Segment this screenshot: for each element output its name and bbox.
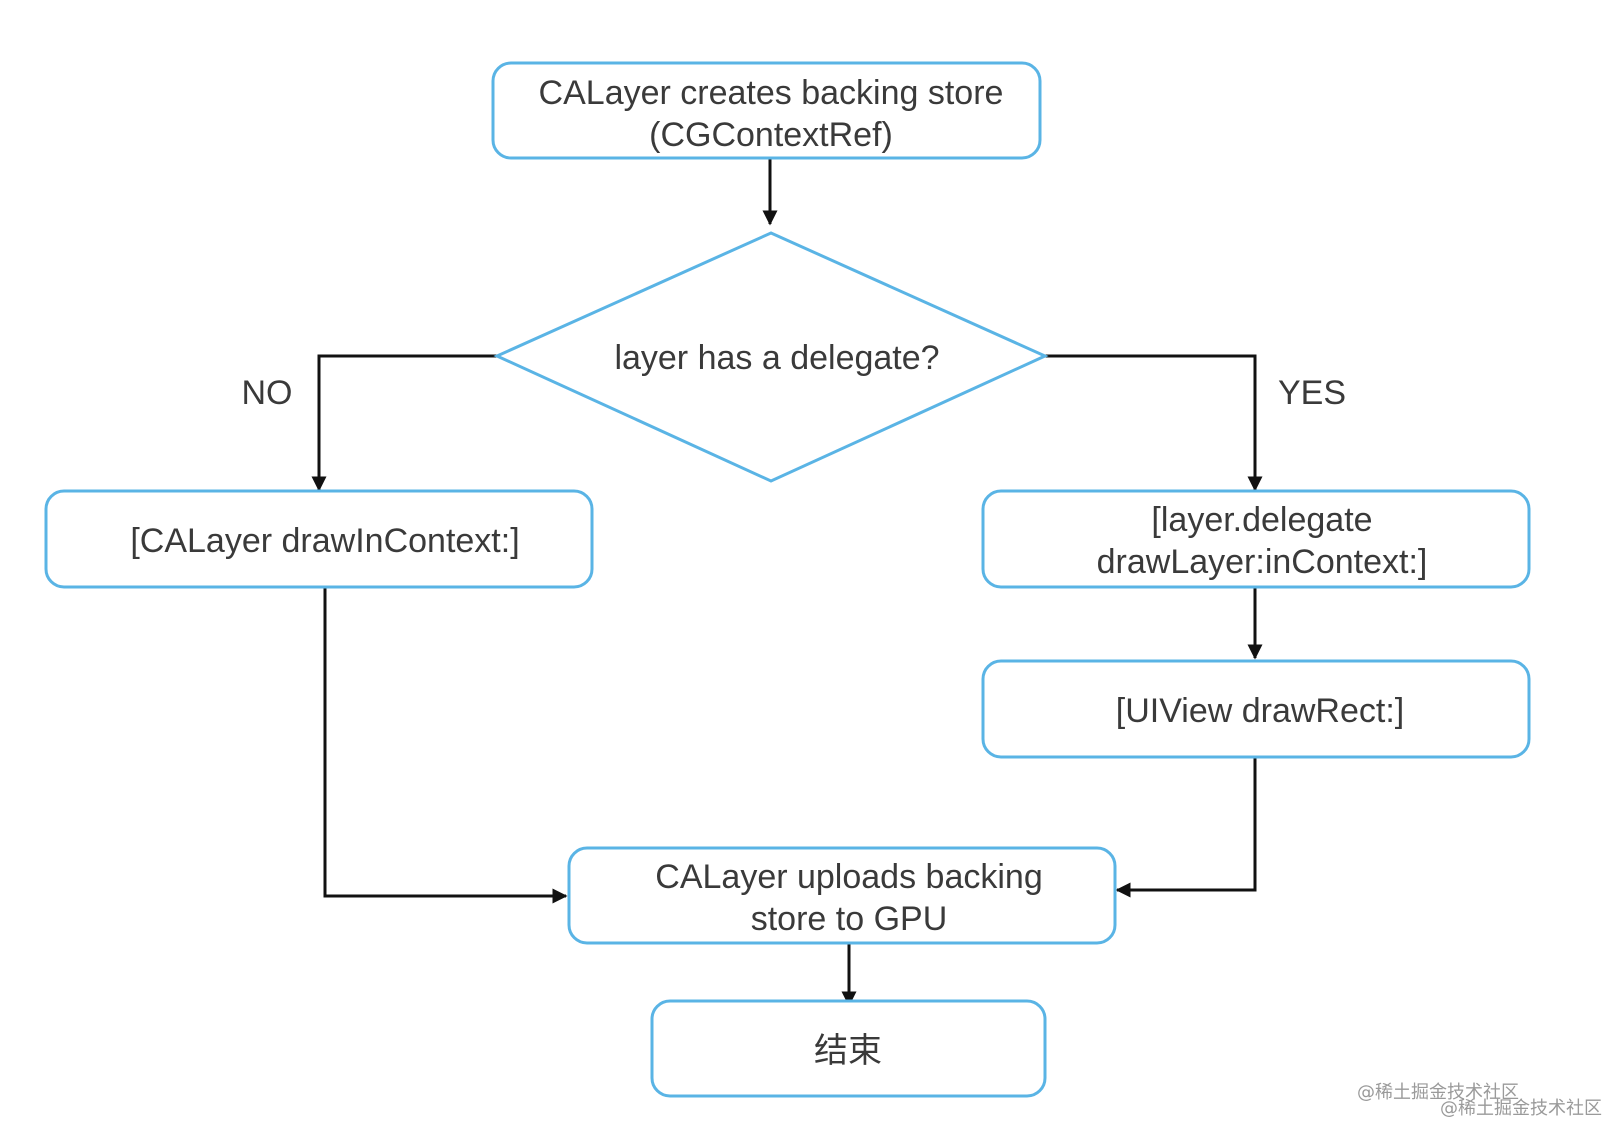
edge-decision-no: [311, 354, 497, 492]
upload-node-line1: CALayer uploads backing: [655, 858, 1042, 896]
edge-decision-yes: [1045, 354, 1263, 492]
edges: [311, 158, 1263, 1007]
start-node-line1: CALayer creates backing store: [539, 74, 1004, 112]
start-node: CALayer creates backing store (CGContext…: [491, 61, 1042, 160]
delegate-draw-layer-node-shape: [981, 489, 1531, 589]
draw-in-context-node: [CALayer drawInContext:]: [44, 489, 594, 589]
upload-node: CALayer uploads backing store to GPU: [567, 846, 1117, 945]
start-node-line2: (CGContextRef): [649, 116, 893, 154]
end-node-shape: [650, 999, 1047, 1098]
draw-rect-node-shape: [981, 659, 1531, 759]
draw-in-context-node-shape: [44, 489, 594, 589]
watermark-second: @稀土掘金技术社区: [1440, 1098, 1602, 1119]
draw-in-context-node-label: [CALayer drawInContext:]: [130, 522, 519, 560]
delegate-draw-layer-node-line2: drawLayer:inContext:]: [1097, 543, 1428, 581]
decision-node-shape: [493, 231, 1049, 483]
end-node: 结束: [650, 999, 1047, 1098]
decision-node-label: layer has a delegate?: [614, 339, 939, 377]
decision-node: layer has a delegate?: [493, 231, 1049, 483]
delegate-draw-layer-node: [layer.delegate drawLayer:inContext:]: [981, 489, 1531, 589]
delegate-draw-layer-node-line1: [layer.delegate: [1151, 501, 1372, 539]
draw-rect-node: [UIView drawRect:]: [981, 659, 1531, 759]
upload-node-line2: store to GPU: [751, 900, 948, 938]
start-node-shape: [491, 61, 1042, 160]
draw-rect-node-label: [UIView drawRect:]: [1116, 692, 1404, 730]
watermark-first: @稀土掘金技术社区: [1357, 1082, 1519, 1103]
edge-no-to-upload: [323, 588, 568, 904]
edge-drawrect-to-upload: [1115, 757, 1257, 898]
branch-yes-label: YES: [1278, 374, 1346, 412]
upload-node-shape: [567, 846, 1117, 945]
branch-no-label: NO: [242, 374, 293, 412]
end-node-label: 结束: [814, 1032, 882, 1070]
